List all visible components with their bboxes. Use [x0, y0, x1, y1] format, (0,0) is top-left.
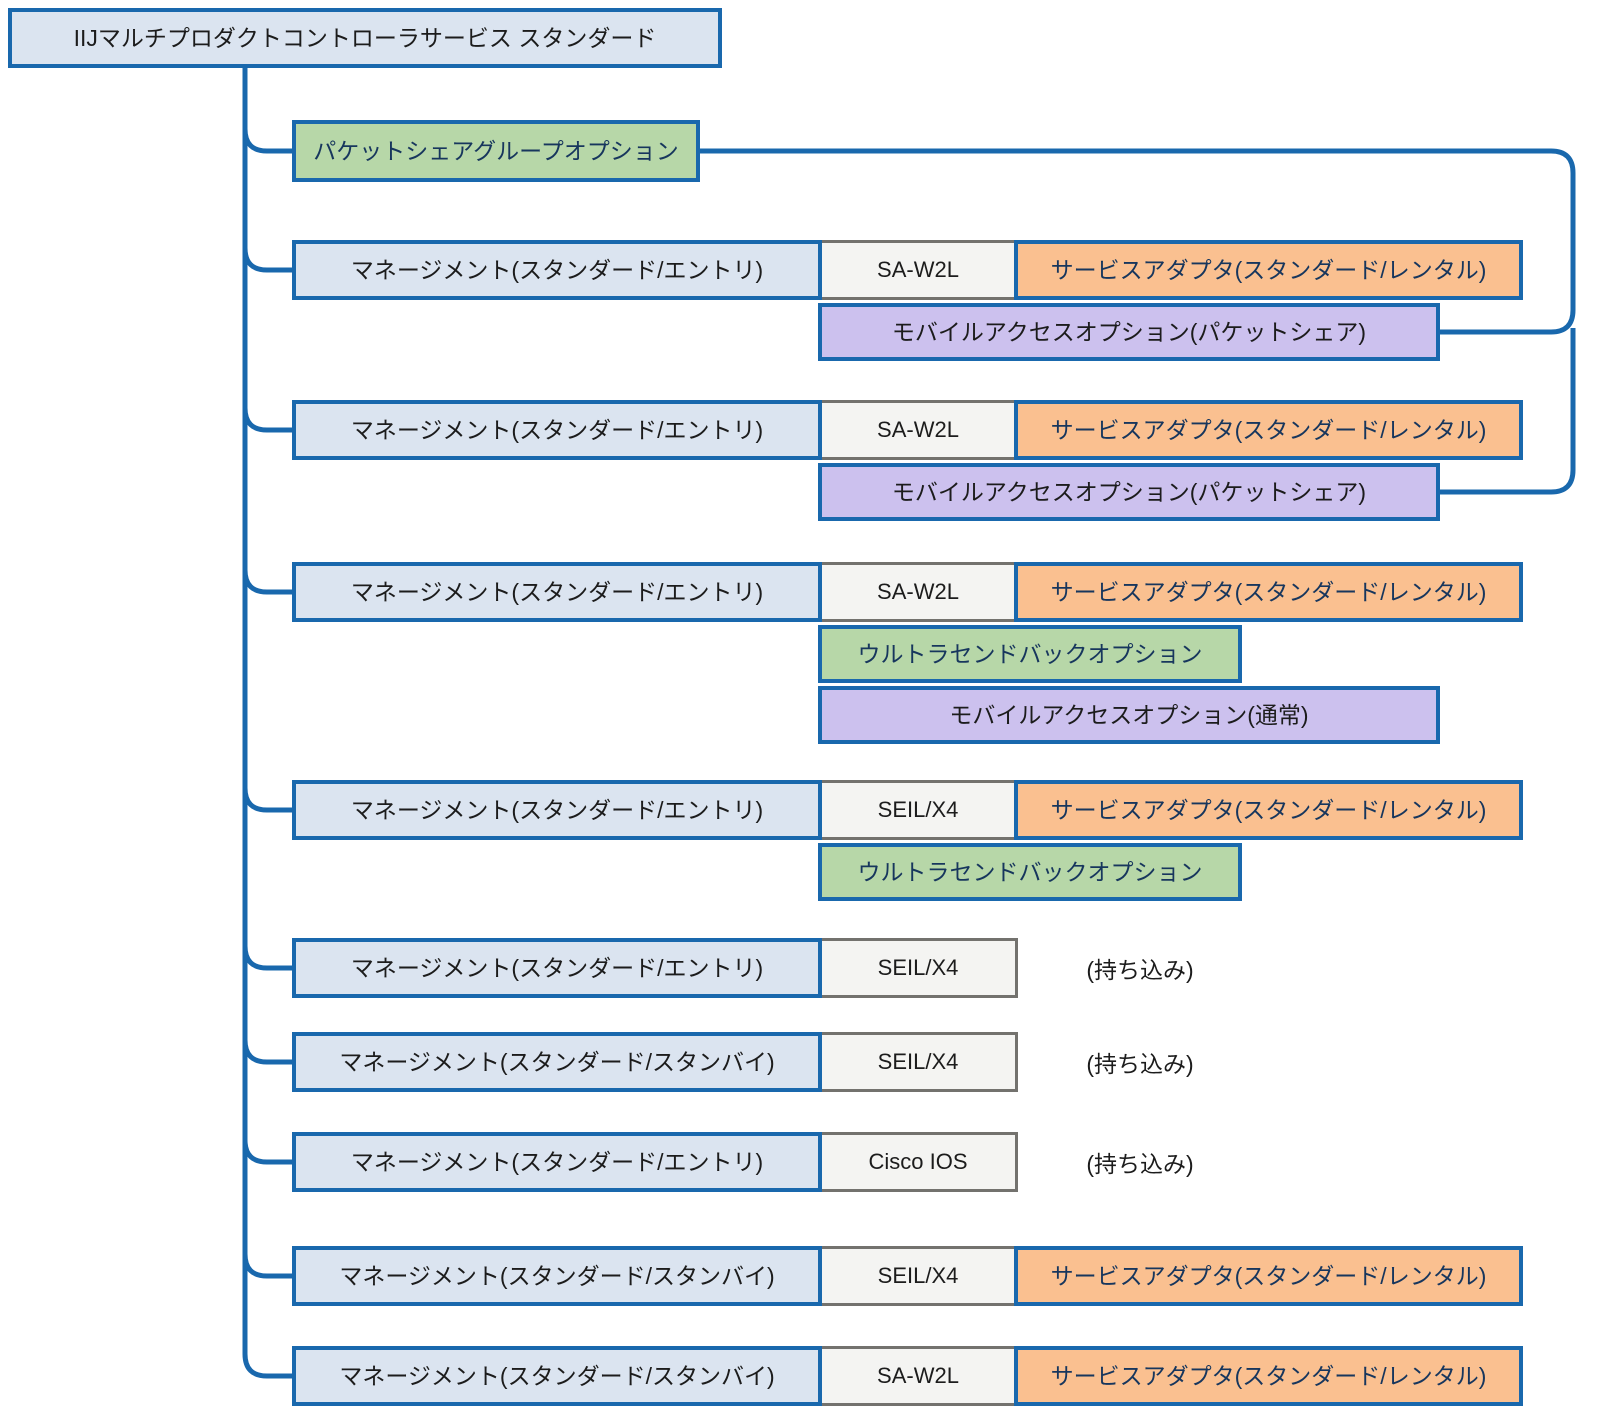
service-adapter-box: サービスアダプタ(スタンダード/レンタル) [1014, 780, 1523, 840]
customer-provided-note: (持ち込み) [1086, 1051, 1194, 1077]
customer-provided-note: (持ち込み) [1086, 957, 1194, 983]
ultra-sendback-option-box: ウルトラセンドバックオプション [818, 625, 1242, 683]
device-box: SEIL/X4 [818, 938, 1018, 998]
management-box: マネージメント(スタンダード/エントリ) [292, 562, 822, 622]
management-box: マネージメント(スタンダード/スタンバイ) [292, 1246, 822, 1306]
device-box: SA-W2L [818, 562, 1018, 622]
management-box: マネージメント(スタンダード/エントリ) [292, 400, 822, 460]
customer-provided-note: (持ち込み) [1086, 1151, 1194, 1177]
ultra-sendback-option-box: ウルトラセンドバックオプション [818, 843, 1242, 901]
service-adapter-box: サービスアダプタ(スタンダード/レンタル) [1014, 1346, 1523, 1406]
spine-line [242, 66, 296, 1379]
management-box: マネージメント(スタンダード/エントリ) [292, 938, 822, 998]
device-box: SEIL/X4 [818, 1246, 1018, 1306]
device-box: Cisco IOS [818, 1132, 1018, 1192]
mobile-access-packet-share-option-box: モバイルアクセスオプション(パケットシェア) [818, 303, 1440, 361]
device-box: SA-W2L [818, 1346, 1018, 1406]
packet-share-group-option-box: パケットシェアグループオプション [292, 120, 700, 182]
management-box: マネージメント(スタンダード/エントリ) [292, 780, 822, 840]
service-adapter-box: サービスアダプタ(スタンダード/レンタル) [1014, 400, 1523, 460]
mobile-access-normal-option-box: モバイルアクセスオプション(通常) [818, 686, 1440, 744]
device-box: SA-W2L [818, 400, 1018, 460]
management-box: マネージメント(スタンダード/エントリ) [292, 240, 822, 300]
management-box: マネージメント(スタンダード/スタンバイ) [292, 1032, 822, 1092]
device-box: SEIL/X4 [818, 780, 1018, 840]
management-box: マネージメント(スタンダード/スタンバイ) [292, 1346, 822, 1406]
packet-share-link-1 [698, 148, 1576, 335]
packet-share-link-2 [1436, 328, 1576, 495]
device-box: SA-W2L [818, 240, 1018, 300]
service-adapter-box: サービスアダプタ(スタンダード/レンタル) [1014, 240, 1523, 300]
device-box: SEIL/X4 [818, 1032, 1018, 1092]
management-box: マネージメント(スタンダード/エントリ) [292, 1132, 822, 1192]
mobile-access-packet-share-option-box: モバイルアクセスオプション(パケットシェア) [818, 463, 1440, 521]
service-adapter-box: サービスアダプタ(スタンダード/レンタル) [1014, 1246, 1523, 1306]
root-service-box: IIJマルチプロダクトコントローラサービス スタンダード [8, 8, 722, 68]
service-adapter-box: サービスアダプタ(スタンダード/レンタル) [1014, 562, 1523, 622]
